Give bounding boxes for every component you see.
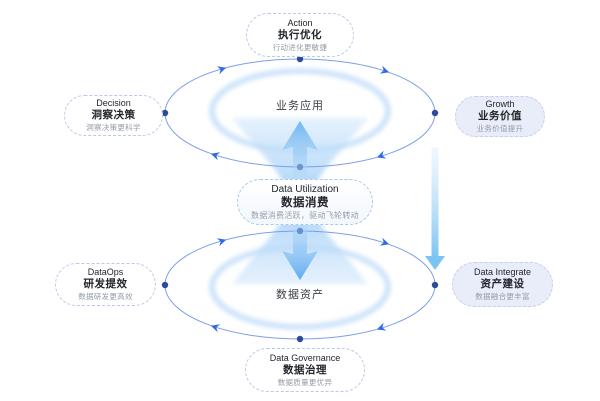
up-flow-arrow (282, 121, 318, 181)
node-decision-title-en: Decision (96, 98, 131, 108)
node-action-title-en: Action (287, 17, 313, 28)
node-dataops: DataOps 研发提效 数据研发更高效 (55, 263, 156, 306)
node-data-utilization: Data Utilization 数据消费 数据消费活跃，驱动飞轮转动 (237, 179, 373, 225)
node-data-governance-title-zh: 数据治理 (283, 363, 327, 376)
node-action-title-zh: 执行优化 (278, 28, 322, 41)
node-dataops-subtitle: 数据研发更高效 (78, 292, 133, 301)
node-growth-title-zh: 业务价值 (478, 110, 522, 122)
node-data-utilization-subtitle: 数据消费活跃，驱动飞轮转动 (251, 210, 359, 220)
node-data-governance-title-en: Data Governance (269, 352, 341, 363)
node-decision-subtitle: 洞察决策更科学 (86, 123, 141, 132)
node-growth-subtitle: 业务价值提升 (476, 124, 524, 133)
node-data-integrate-subtitle: 数据融合更丰富 (475, 292, 530, 301)
node-dataops-title-zh: 研发提效 (83, 278, 128, 290)
top-ring-label: 业务应用 (276, 100, 324, 112)
node-decision: Decision 洞察决策 洞察决策更科学 (64, 95, 163, 136)
node-data-integrate-title-en: Data Integrate (473, 267, 532, 277)
node-action: Action 执行优化 行动进化更敏捷 (246, 13, 354, 57)
node-dataops-title-en: DataOps (87, 267, 124, 277)
node-action-subtitle: 行动进化更敏捷 (272, 42, 328, 52)
growth-to-integrate-arrow (425, 147, 445, 270)
node-decision-title-zh: 洞察决策 (91, 109, 136, 121)
node-data-integrate-title-zh: 资产建设 (480, 278, 525, 290)
node-growth-title-en: Growth (485, 99, 515, 109)
node-data-utilization-title-zh: 数据消费 (281, 196, 329, 209)
node-growth: Growth 业务价值 业务价值提升 (455, 96, 545, 137)
node-data-governance-subtitle: 数据质量更优异 (277, 377, 333, 387)
down-flow-arrow (282, 220, 318, 280)
bottom-ring-label: 数据资产 (276, 289, 324, 301)
node-data-utilization-title-en: Data Utilization (271, 183, 339, 195)
node-data-governance: Data Governance 数据治理 数据质量更优异 (245, 348, 365, 392)
node-data-integrate: Data Integrate 资产建设 数据融合更丰富 (452, 262, 553, 307)
